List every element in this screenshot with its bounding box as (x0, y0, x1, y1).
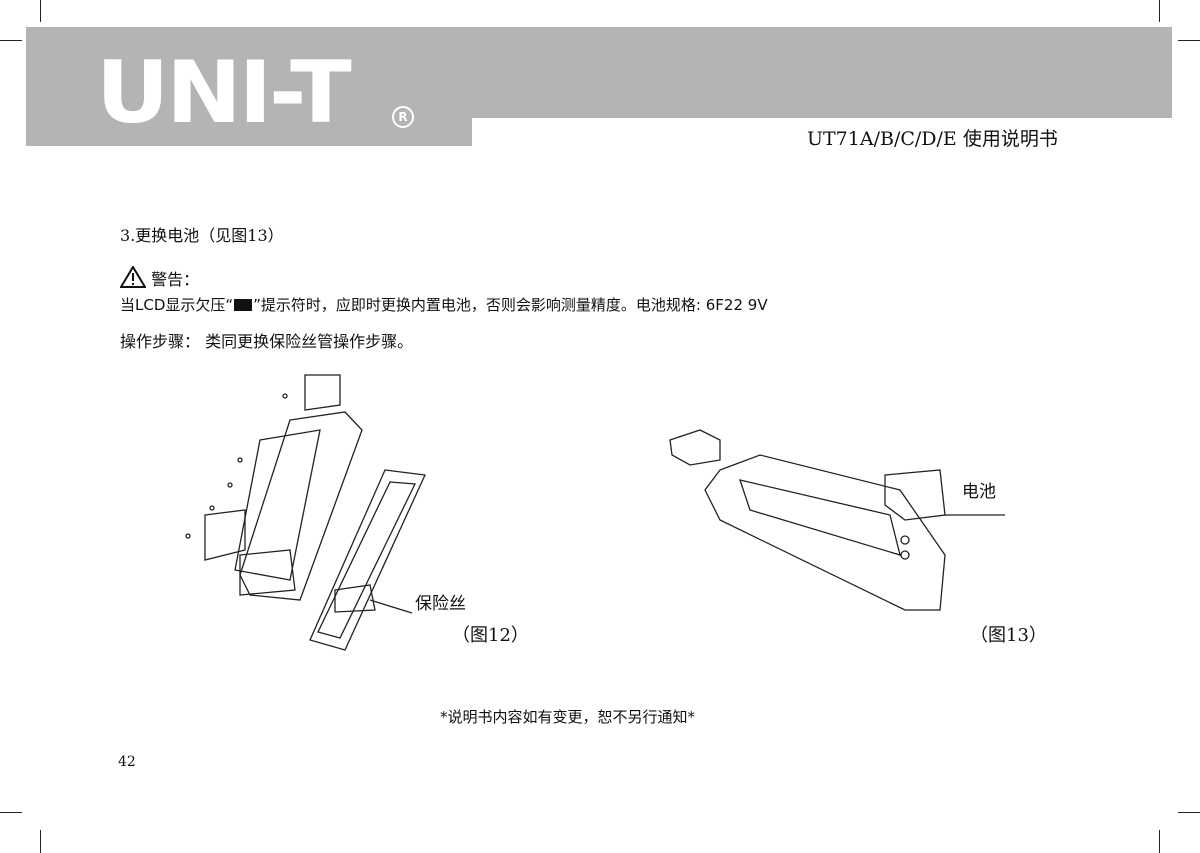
warning-text-pre: 当LCD显示欠压“ (120, 296, 234, 314)
document-title: UT71A/B/C/D/E 使用说明书 (807, 128, 1058, 150)
change-notice: *说明书内容如有变更，恕不另行通知* (440, 708, 696, 726)
section-heading: 3.更换电池（见图13） (120, 226, 284, 245)
crop-mark (1178, 812, 1200, 813)
battery-callout-label: 电池 (962, 482, 996, 502)
warning-heading: 警告： (119, 265, 200, 290)
warning-text-post: ”提示符时，应即时更换内置电池，否则会影响测量精度。电池规格: 6F22 9V (253, 296, 768, 314)
crop-mark (40, 830, 41, 853)
figure-12-caption: （图12） (452, 625, 529, 646)
procedure-steps: 操作步骤： 类同更换保险丝管操作步骤。 (120, 332, 414, 351)
header-band (26, 27, 1172, 118)
crop-mark (0, 812, 22, 813)
crop-mark (40, 0, 41, 22)
crop-mark (1178, 40, 1200, 41)
warning-triangle-icon (119, 265, 147, 288)
warning-label: 警告： (151, 270, 200, 289)
crop-mark (0, 40, 22, 41)
uni-t-logo: UNI-T (96, 43, 352, 143)
figure-12-drawing (185, 374, 426, 651)
crop-mark (1159, 830, 1160, 853)
figure-13-caption: （图13） (970, 625, 1047, 646)
warning-text: 当LCD显示欠压“ ”提示符时，应即时更换内置电池，否则会影响测量精度。电池规格:… (120, 295, 768, 315)
page-number: 42 (118, 754, 136, 770)
registered-mark: R (392, 106, 414, 128)
figure-13-drawing (669, 429, 1005, 611)
crop-mark (1159, 0, 1160, 22)
fuse-callout-label: 保险丝 (415, 594, 466, 614)
low-battery-icon (234, 299, 253, 311)
